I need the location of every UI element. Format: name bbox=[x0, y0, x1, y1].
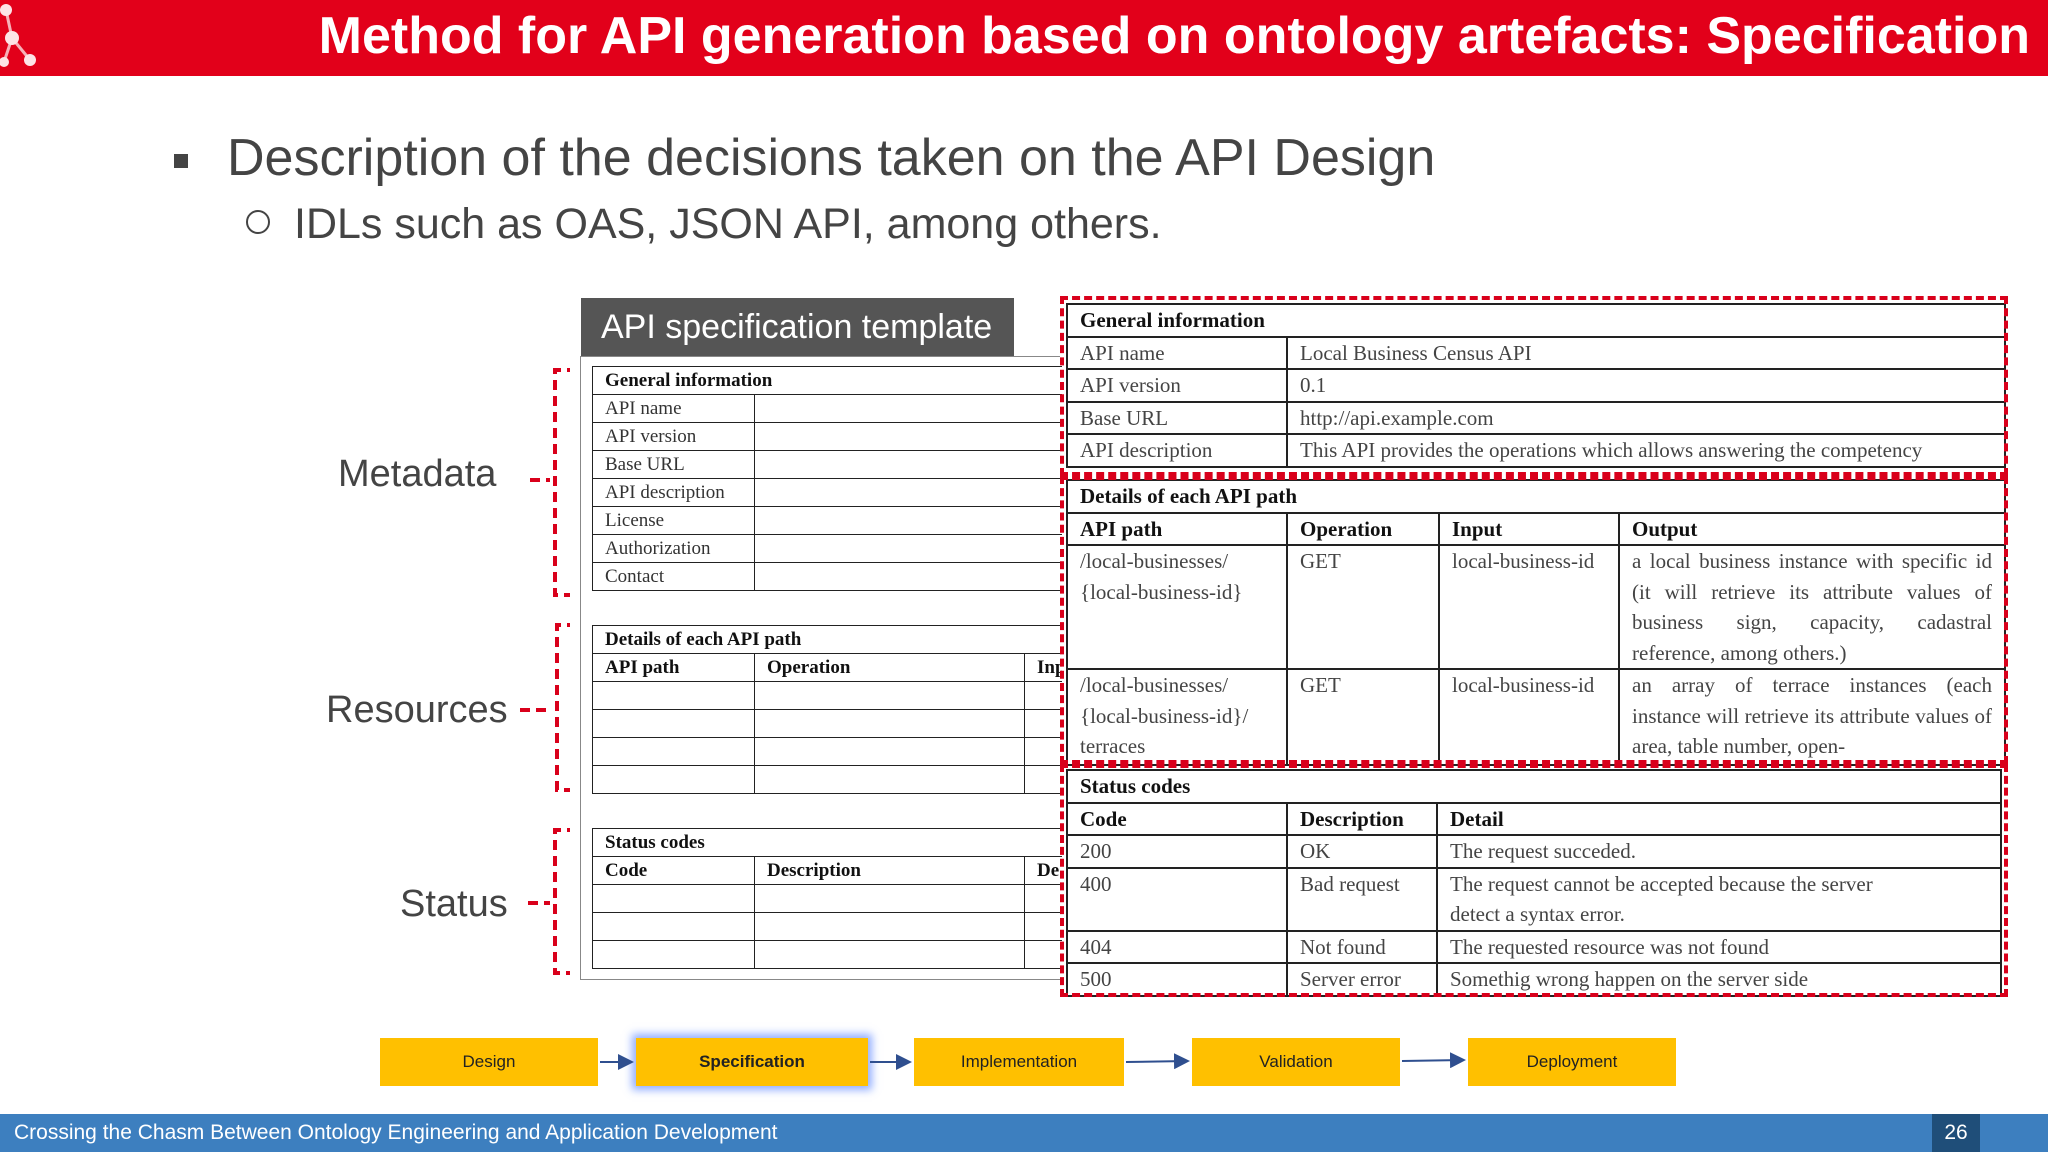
workflow-arrows bbox=[600, 1052, 1466, 1070]
arrow-icon bbox=[1125, 1053, 1190, 1070]
bullet-level1: Description of the decisions taken on th… bbox=[227, 129, 1436, 187]
highlight-status bbox=[1060, 764, 2008, 997]
bullet-square-icon bbox=[174, 154, 188, 168]
step-validation: Validation bbox=[1192, 1038, 1400, 1086]
example-paths-table: Details of each API path API path Operat… bbox=[1066, 479, 2006, 766]
template-row-label: License bbox=[592, 506, 755, 535]
highlight-general bbox=[1060, 296, 2008, 476]
example-value: http://api.example.com bbox=[1285, 400, 2007, 435]
example-status-code: 400 bbox=[1066, 866, 1288, 932]
highlight-paths bbox=[1060, 476, 2008, 764]
template-status-title: Status codes bbox=[591, 828, 1072, 857]
step-deployment: Deployment bbox=[1468, 1038, 1676, 1086]
label-resources: Resources bbox=[326, 689, 508, 731]
template-row-label: API version bbox=[592, 422, 755, 451]
example-general-title: General information bbox=[1065, 303, 2007, 338]
template-row-label: API name bbox=[592, 394, 755, 423]
example-paths-title: Details of each API path bbox=[1066, 479, 2006, 514]
bracket-markers bbox=[520, 368, 570, 975]
example-col-header: Detail bbox=[1436, 801, 2002, 836]
bullet-level2: IDLs such as OAS, JSON API, among others… bbox=[294, 200, 1162, 248]
example-col-header: Input bbox=[1438, 511, 1620, 546]
template-paths-title: Details of each API path bbox=[591, 625, 1072, 654]
example-col-header: Output bbox=[1618, 511, 2006, 546]
example-key: API description bbox=[1066, 433, 1288, 468]
example-value: Local Business Census API bbox=[1285, 335, 2007, 370]
example-output: a local business instance with specific … bbox=[1618, 544, 2006, 670]
example-status-detail: The request cannot be accepted because t… bbox=[1436, 866, 2002, 932]
footer-bar bbox=[0, 1114, 2048, 1152]
template-header: API specification template bbox=[581, 298, 1014, 356]
example-status-detail: The request succeded. bbox=[1436, 834, 2002, 869]
example-key: Base URL bbox=[1066, 400, 1288, 435]
example-status-code: 404 bbox=[1066, 929, 1288, 964]
example-operation: GET bbox=[1286, 544, 1440, 670]
label-metadata: Metadata bbox=[338, 453, 497, 495]
example-col-header: Code bbox=[1066, 801, 1288, 836]
step-design: Design bbox=[380, 1038, 598, 1086]
example-value: 0.1 bbox=[1285, 368, 2007, 403]
example-status-table: Status codes Code Description Detail 200… bbox=[1066, 769, 2002, 997]
step-implementation: Implementation bbox=[914, 1038, 1124, 1086]
page-number: 26 bbox=[1932, 1114, 1980, 1152]
template-col-header: Code bbox=[592, 856, 755, 885]
example-col-header: Description bbox=[1286, 801, 1438, 836]
example-status-detail: The requested resource was not found bbox=[1436, 929, 2002, 964]
example-status-title: Status codes bbox=[1066, 769, 2002, 804]
example-key: API name bbox=[1066, 335, 1288, 370]
bullet-circle-icon bbox=[246, 210, 270, 234]
template-row-label: Authorization bbox=[592, 534, 755, 563]
step-specification: Specification bbox=[636, 1038, 868, 1086]
template-col-header: Operation bbox=[754, 653, 1025, 682]
example-status-code: 200 bbox=[1066, 834, 1288, 869]
example-col-header: API path bbox=[1066, 511, 1288, 546]
example-status-description: Server error bbox=[1286, 962, 1438, 997]
example-path: /local-businesses/ {local-business-id} bbox=[1066, 544, 1288, 670]
example-status-description: Bad request bbox=[1286, 866, 1438, 932]
template-general-title: General information bbox=[592, 366, 1071, 395]
title-bar bbox=[0, 0, 2048, 76]
example-status-description: OK bbox=[1286, 834, 1438, 869]
slide-title: Method for API generation based on ontol… bbox=[318, 7, 2030, 65]
example-path: /local-businesses/ {local-business-id}/ … bbox=[1066, 668, 1288, 766]
template-row-label: Base URL bbox=[592, 450, 755, 479]
example-status-description: Not found bbox=[1286, 929, 1438, 964]
example-input: local-business-id bbox=[1438, 544, 1620, 670]
template-row-label: Contact bbox=[592, 562, 755, 591]
example-key: API version bbox=[1066, 368, 1288, 403]
network-logo-icon bbox=[0, 4, 36, 67]
template-col-header: Description bbox=[754, 856, 1025, 885]
template-status-table: Status codes Code Description De bbox=[591, 828, 1072, 969]
example-col-header: Operation bbox=[1286, 511, 1440, 546]
example-status-detail: Somethig wrong happen on the server side bbox=[1436, 962, 2002, 997]
arrow-icon bbox=[1401, 1052, 1466, 1069]
label-status: Status bbox=[400, 883, 508, 925]
template-row-label: API description bbox=[592, 478, 755, 507]
example-operation: GET bbox=[1286, 668, 1440, 766]
example-value: This API provides the operations which a… bbox=[1285, 433, 2007, 468]
template-col-header: API path bbox=[592, 653, 755, 682]
template-paths-table: Details of each API path API path Operat… bbox=[591, 625, 1072, 794]
template-general-table: General information API name API version… bbox=[592, 366, 1071, 591]
footer-text: Crossing the Chasm Between Ontology Engi… bbox=[14, 1121, 778, 1144]
